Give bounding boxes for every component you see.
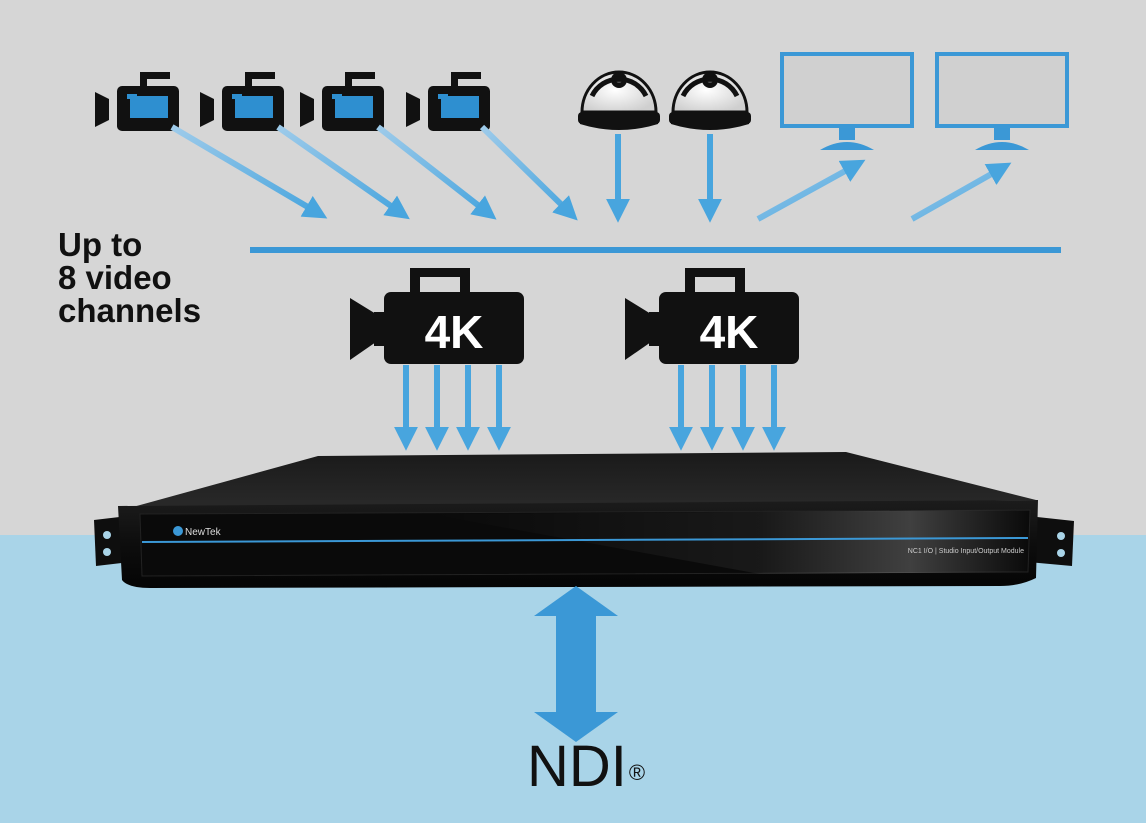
camcorder-icon — [200, 72, 284, 131]
ndi-label: NDI® — [527, 737, 645, 797]
ndi-bidirectional-arrow — [534, 586, 618, 742]
source-arrows — [170, 124, 722, 223]
channel-count-line: channels — [58, 292, 202, 329]
channel-count-line: 8 video — [58, 259, 172, 296]
channel-count-label: Up to 8 video channels — [58, 228, 201, 327]
output-arrows — [756, 159, 1012, 222]
4k-camera-icon: 4K — [350, 268, 524, 364]
monitor-icon — [780, 52, 914, 150]
camcorder-icon — [95, 72, 179, 131]
video-bus-line — [250, 247, 1061, 253]
registered-mark: ® — [628, 760, 646, 785]
dome-camera-icon — [669, 70, 751, 130]
camcorder-icon — [406, 72, 490, 131]
channel-count-line: Up to — [58, 226, 143, 263]
4k-input-arrows — [394, 365, 786, 451]
model-label: NC1 I/O | Studio Input/Output Module — [908, 548, 1024, 555]
4k-label: 4K — [700, 306, 759, 358]
monitor-icon — [935, 52, 1069, 150]
brand-label: NewTek — [185, 527, 222, 538]
4k-label: 4K — [425, 306, 484, 358]
4k-camera-icon: 4K — [625, 268, 799, 364]
nc1-io-rack-unit: NewTek NC1 I/O | Studio Input/Output Mod… — [94, 452, 1074, 588]
ndi-text: NDI — [527, 734, 627, 799]
dome-camera-icon — [578, 70, 660, 130]
camcorder-icon — [300, 72, 384, 131]
